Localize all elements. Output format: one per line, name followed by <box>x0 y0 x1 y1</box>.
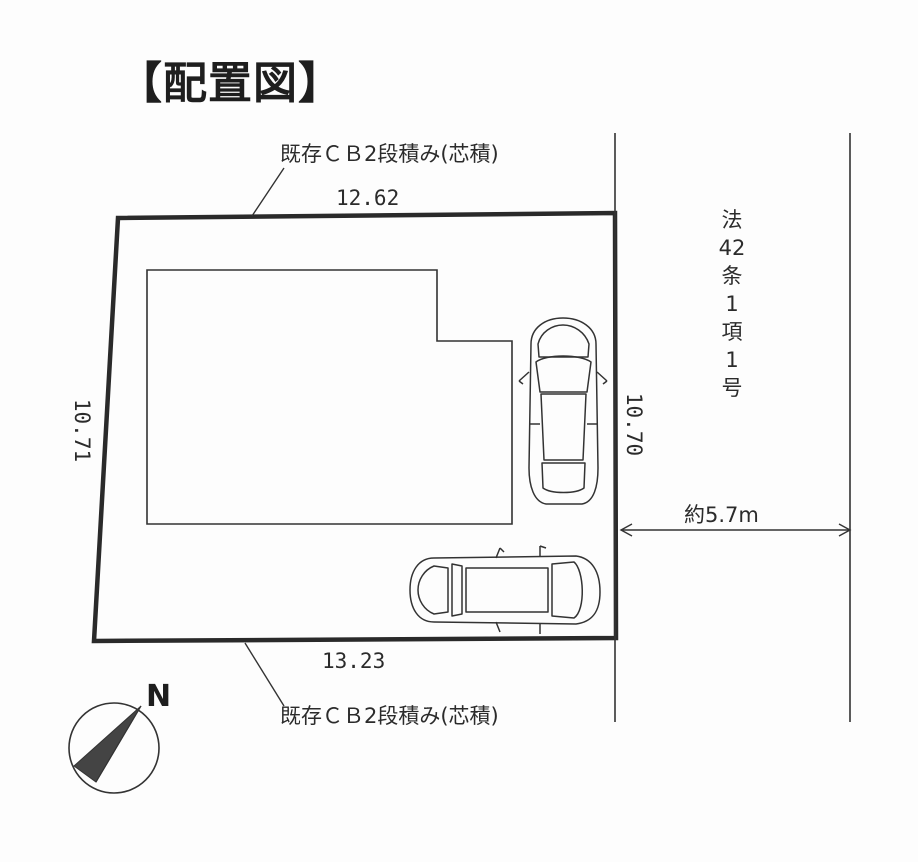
dimension-bottom: 13.23 <box>322 649 386 673</box>
leader-line-top-wall <box>251 167 285 217</box>
parked-car-vertical <box>518 317 608 505</box>
north-arrow-icon <box>73 705 142 783</box>
road-classification-label: 法 42 条 1 項 1 号 <box>718 208 746 400</box>
building-footprint <box>146 269 513 525</box>
road-width-label: 約5.7m <box>684 503 759 527</box>
dimension-right: 10.70 <box>622 392 647 457</box>
road-width-dimension <box>619 523 852 537</box>
existing-wall-note-bottom: 既存ＣＢ2段積み(芯積) <box>280 704 499 728</box>
parked-car-horizontal <box>409 545 601 634</box>
north-compass <box>68 702 160 794</box>
lot-boundary <box>91 210 619 644</box>
dimension-top: 12.62 <box>336 186 400 210</box>
page-title: 【配置図】 <box>118 58 343 109</box>
dimension-left: 10.71 <box>70 398 95 463</box>
north-label: N <box>146 679 172 714</box>
existing-wall-note-top: 既存ＣＢ2段積み(芯積) <box>280 142 499 166</box>
leader-line-bottom-wall <box>244 642 285 707</box>
